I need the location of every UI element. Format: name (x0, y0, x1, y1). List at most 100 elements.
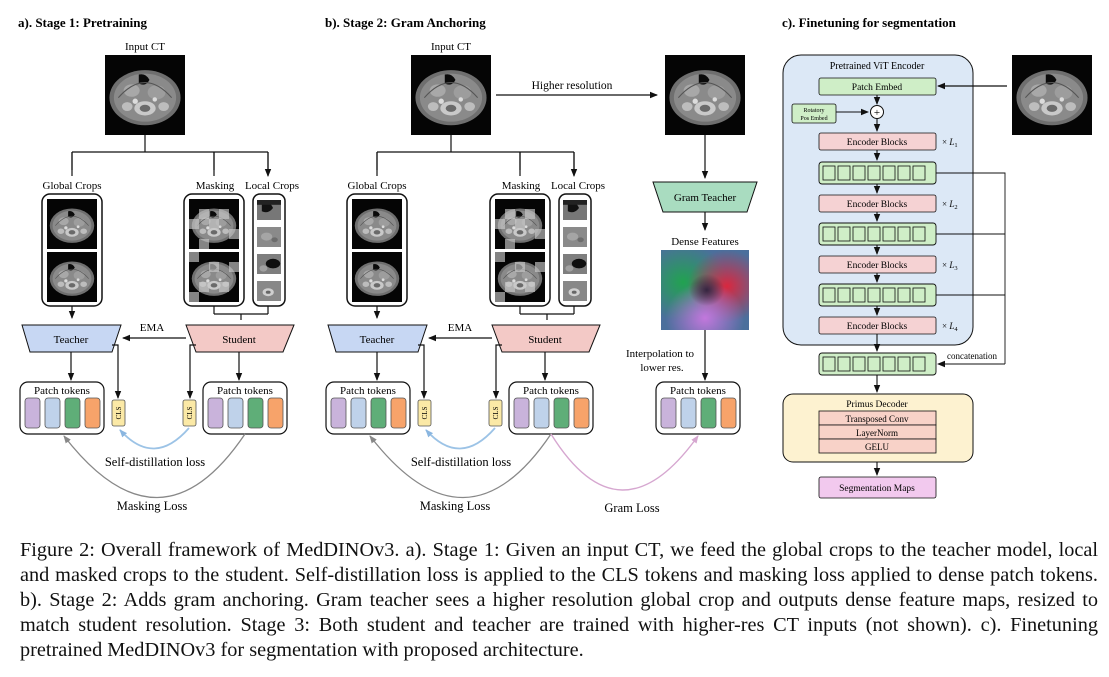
local-crops-box (558, 193, 592, 307)
student-patch-tokens-label: Patch tokens (523, 385, 579, 397)
transposed-conv-label: Transposed Conv (846, 414, 909, 424)
interpolation-label-1: Interpolation to (626, 348, 695, 360)
feature-row-2 (818, 222, 937, 255)
student-network (185, 324, 295, 353)
feature-row-1 (818, 161, 937, 194)
encoder-stage-2: Encoder Blocks × L2 (818, 194, 958, 222)
teacher-cls-label: CLS (421, 406, 429, 419)
token-orange (720, 397, 737, 429)
teacher-cls-token (111, 399, 126, 427)
teacher-label: Teacher (54, 334, 89, 346)
masking-label: Masking (196, 180, 235, 192)
encoder-blocks-label-4: Encoder Blocks (847, 322, 908, 332)
encoder-title: Pretrained ViT Encoder (830, 61, 925, 72)
encoder-blocks-label-2: Encoder Blocks (847, 200, 908, 210)
local-crop-1 (257, 200, 281, 220)
decoder-title: Primus Decoder (846, 400, 908, 410)
patch-embed-label: Patch Embed (852, 83, 903, 93)
rotary-label-1: Rotatory (804, 108, 825, 114)
crops-to-student-arrow (519, 306, 575, 320)
ema-label: EMA (140, 322, 165, 334)
panel-c-title: c). Finetuning for segmentation (782, 15, 957, 30)
local-crops-label: Local Crops (245, 180, 299, 192)
global-crops-label: Global Crops (43, 180, 102, 192)
gelu-layer (818, 438, 937, 454)
token-orange (573, 397, 590, 429)
local-crop-3 (257, 254, 281, 274)
token-purple (207, 397, 224, 429)
panel-b: b). Stage 2: Gram Anchoring Input CT Hig… (325, 15, 758, 515)
teacher-cls-label: CLS (115, 406, 123, 419)
add-operator (870, 105, 884, 119)
teacher-cls-token (417, 399, 432, 427)
student-cls-label: CLS (186, 406, 194, 419)
gram-loss-label: Gram Loss (604, 501, 659, 515)
mask-patches (495, 209, 545, 302)
token-orange (84, 397, 101, 429)
ema-label: EMA (448, 322, 473, 334)
token-blue (350, 397, 367, 429)
local-crop-1 (563, 200, 587, 220)
masking-loss-arc (369, 433, 552, 498)
token-blue (44, 397, 61, 429)
teacher-network (327, 324, 428, 353)
token-orange (390, 397, 407, 429)
split-connector (71, 135, 269, 170)
teacher-patch-tokens-label: Patch tokens (340, 385, 396, 397)
self-distillation-arc (119, 427, 190, 450)
rotary-label-2: Pos Embed (800, 116, 827, 122)
panel-b-title: b). Stage 2: Gram Anchoring (325, 15, 486, 30)
masking-loss-label: Masking Loss (117, 499, 188, 513)
input-ct-image (1011, 55, 1093, 135)
figure-caption: Figure 2: Overall framework of MedDINOv3… (20, 539, 1098, 661)
interpolation-label-2: lower res. (640, 362, 684, 374)
input-ct-label: Input CT (125, 41, 165, 53)
dense-features-map (661, 250, 749, 330)
masking-loss-arc (63, 433, 246, 498)
masking-label: Masking (502, 180, 541, 192)
arrow-heads (376, 152, 574, 176)
student-patch-tokens-label: Patch tokens (217, 385, 273, 397)
dense-features-label: Dense Features (671, 236, 739, 248)
token-purple (330, 397, 347, 429)
global-crop-1 (47, 199, 97, 249)
student-cls-arrow (492, 344, 502, 399)
global-crops-label: Global Crops (348, 180, 407, 192)
mask-patches (189, 209, 239, 302)
teacher-cls-arrow (418, 344, 428, 399)
token-green (553, 397, 570, 429)
teacher-patch-tokens-box (19, 381, 105, 435)
student-cls-token (488, 399, 503, 427)
global-crop-2 (47, 252, 97, 302)
student-cls-label: CLS (492, 406, 500, 419)
concatenated-features (818, 352, 937, 376)
token-green (247, 397, 264, 429)
skip-connections (936, 172, 1006, 364)
encoder-blocks-label-1: Encoder Blocks (847, 138, 908, 148)
self-distillation-loss-label: Self-distillation loss (105, 455, 205, 469)
token-green (370, 397, 387, 429)
token-orange (267, 397, 284, 429)
concatenation-label: concatenation (947, 351, 997, 361)
teacher-network (21, 324, 122, 353)
input-ct-image (104, 55, 186, 135)
rotary-pos-embed-block (791, 103, 837, 124)
local-crop-3 (563, 254, 587, 274)
token-blue (680, 397, 697, 429)
token-blue (533, 397, 550, 429)
input-ct-label: Input CT (431, 41, 471, 53)
high-res-ct-image (664, 55, 746, 135)
arrow-heads (71, 152, 268, 176)
token-purple (24, 397, 41, 429)
local-crop-2 (257, 227, 281, 247)
encoder-stage-4: Encoder Blocks × L4 (818, 316, 958, 352)
teacher-cls-arrow (112, 344, 122, 399)
self-distillation-loss-label: Self-distillation loss (411, 455, 511, 469)
encoder-stage-1: Encoder Blocks × L1 (818, 132, 958, 161)
teacher-patch-tokens-label: Patch tokens (34, 385, 90, 397)
panel-a-title: a). Stage 1: Pretraining (18, 15, 148, 30)
segmentation-maps-block (818, 476, 937, 499)
student-cls-token (182, 399, 197, 427)
gram-loss-arc (550, 433, 699, 491)
global-crop-2 (352, 252, 402, 302)
